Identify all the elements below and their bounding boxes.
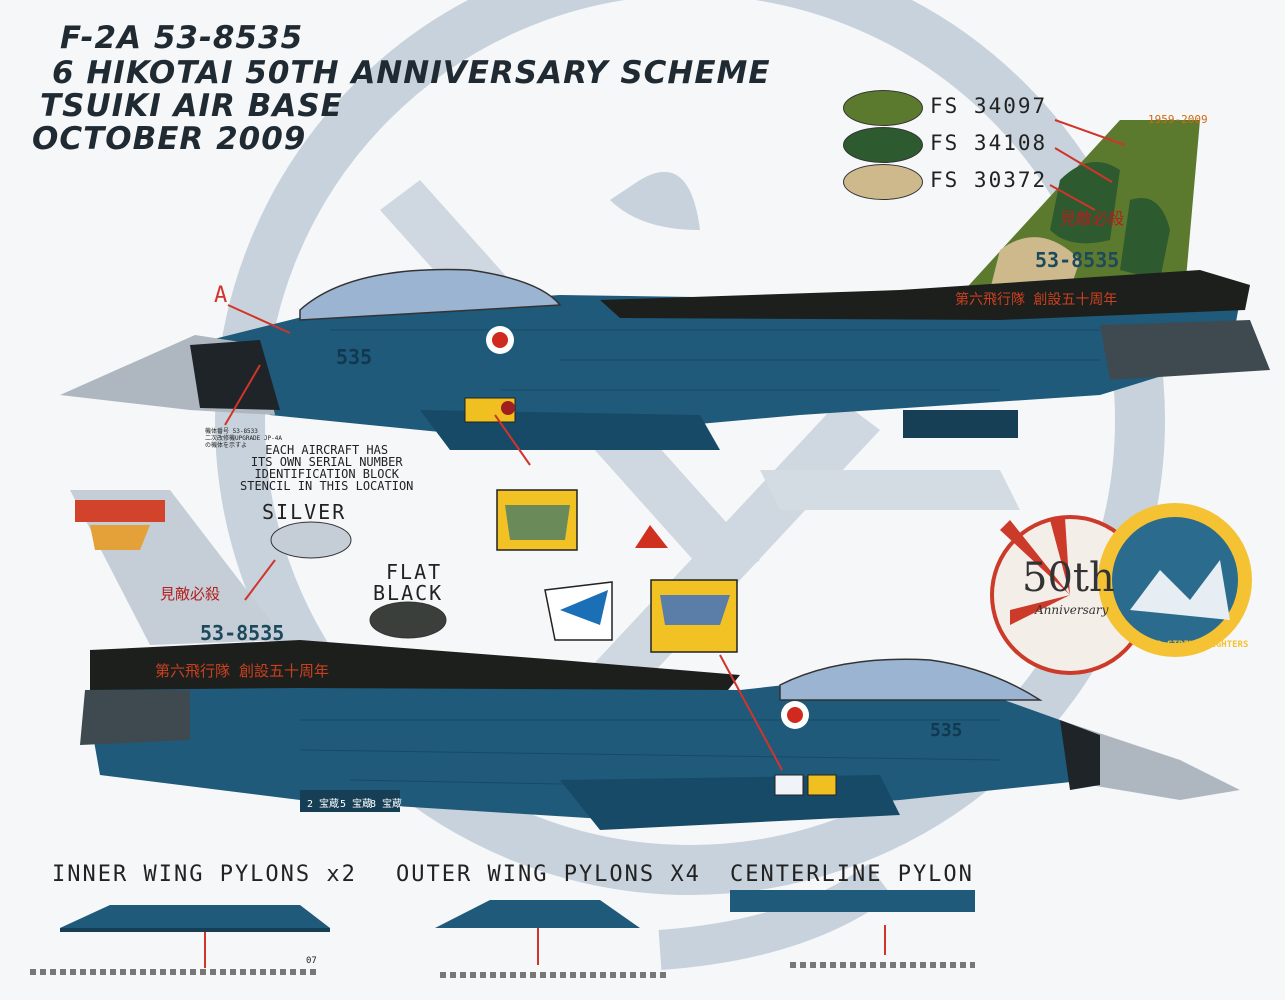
tail-year: 1959-2009 (1148, 113, 1208, 126)
badge-50th: 50th (1022, 555, 1115, 601)
spine-text-upper: 第六飛行隊 創設五十周年 (955, 292, 1118, 308)
loose-decals (496, 489, 738, 653)
title-line-2: 6 HIKOTAI 50TH ANNIVERSARY SCHEME (52, 55, 771, 91)
serial-upper: 53-8535 (1035, 248, 1120, 272)
stencil-note-3: IDENTIFICATION BLOCK (254, 467, 399, 481)
fs30372-label: FS 30372 (930, 168, 1048, 192)
badge-anniversary: Anniversary (1035, 603, 1109, 617)
nose-number-upper: 535 (336, 345, 373, 369)
spine-text-lower: 第六飛行隊 創設五十周年 (155, 662, 330, 680)
flat-label: FLAT (386, 560, 443, 584)
pylon-label-center: CENTERLINE PYLON (730, 862, 974, 887)
title-line-4: OCTOBER 2009 (32, 121, 307, 157)
leader-lines (204, 119, 1126, 968)
fs34097-label: FS 34097 (930, 94, 1048, 118)
stencil-small-1: 機体番号 53-8533 (205, 428, 258, 435)
stencil-small-block: 機体番号 53-8533 二次改修機UPGRADE JP-4A の機体を示すよ (205, 428, 282, 449)
pylon-code: 07 (306, 956, 317, 966)
swatch-fs30372 (843, 164, 923, 200)
silver-label: SILVER (262, 500, 347, 524)
stencil-lower-2: 5 宝蔵 (340, 799, 373, 810)
swatch-fs34108 (843, 127, 923, 163)
stencil-lower-3: 8 宝蔵 (370, 799, 403, 810)
lower-aircraft (70, 490, 1240, 830)
tail-kanji-upper: 見敵必殺 (1060, 209, 1125, 228)
stencil-note-2: ITS OWN SERIAL NUMBER (250, 455, 403, 469)
title-line-3: TSUIKI AIR BASE (40, 88, 343, 124)
stencil-lower-1: 2 宝蔵 (307, 799, 340, 810)
anniversary-badge (990, 503, 1252, 675)
stencil-note: EACH AIRCRAFT HAS ITS OWN SERIAL NUMBER … (240, 444, 413, 492)
badge-ring-text: 6 SQ STRIKE FIGHTERS (1140, 640, 1249, 650)
title-line-1: F-2A 53-8535 (60, 20, 304, 56)
stencil-note-4: STENCIL IN THIS LOCATION (240, 479, 414, 493)
pylon-decals (30, 890, 975, 978)
pylon-label-outer: OUTER WING PYLONS X4 (396, 862, 701, 887)
callout-a: A (214, 283, 228, 308)
fs34108-label: FS 34108 (930, 131, 1048, 155)
black-label: BLACK (373, 581, 444, 605)
swatch-fs34097 (843, 90, 923, 126)
tail-kanji-lower: 見敵必殺 (160, 585, 221, 603)
pylon-label-inner: INNER WING PYLONS x2 (52, 862, 357, 887)
stencil-small-2: 二次改修機UPGRADE JP-4A (205, 435, 282, 442)
nose-number-lower: 535 (930, 720, 963, 741)
upper-aircraft (60, 120, 1270, 450)
stencil-note-1: EACH AIRCRAFT HAS (265, 443, 389, 457)
stencil-small-3: の機体を示すよ (205, 442, 248, 449)
serial-lower: 53-8535 (200, 621, 285, 645)
